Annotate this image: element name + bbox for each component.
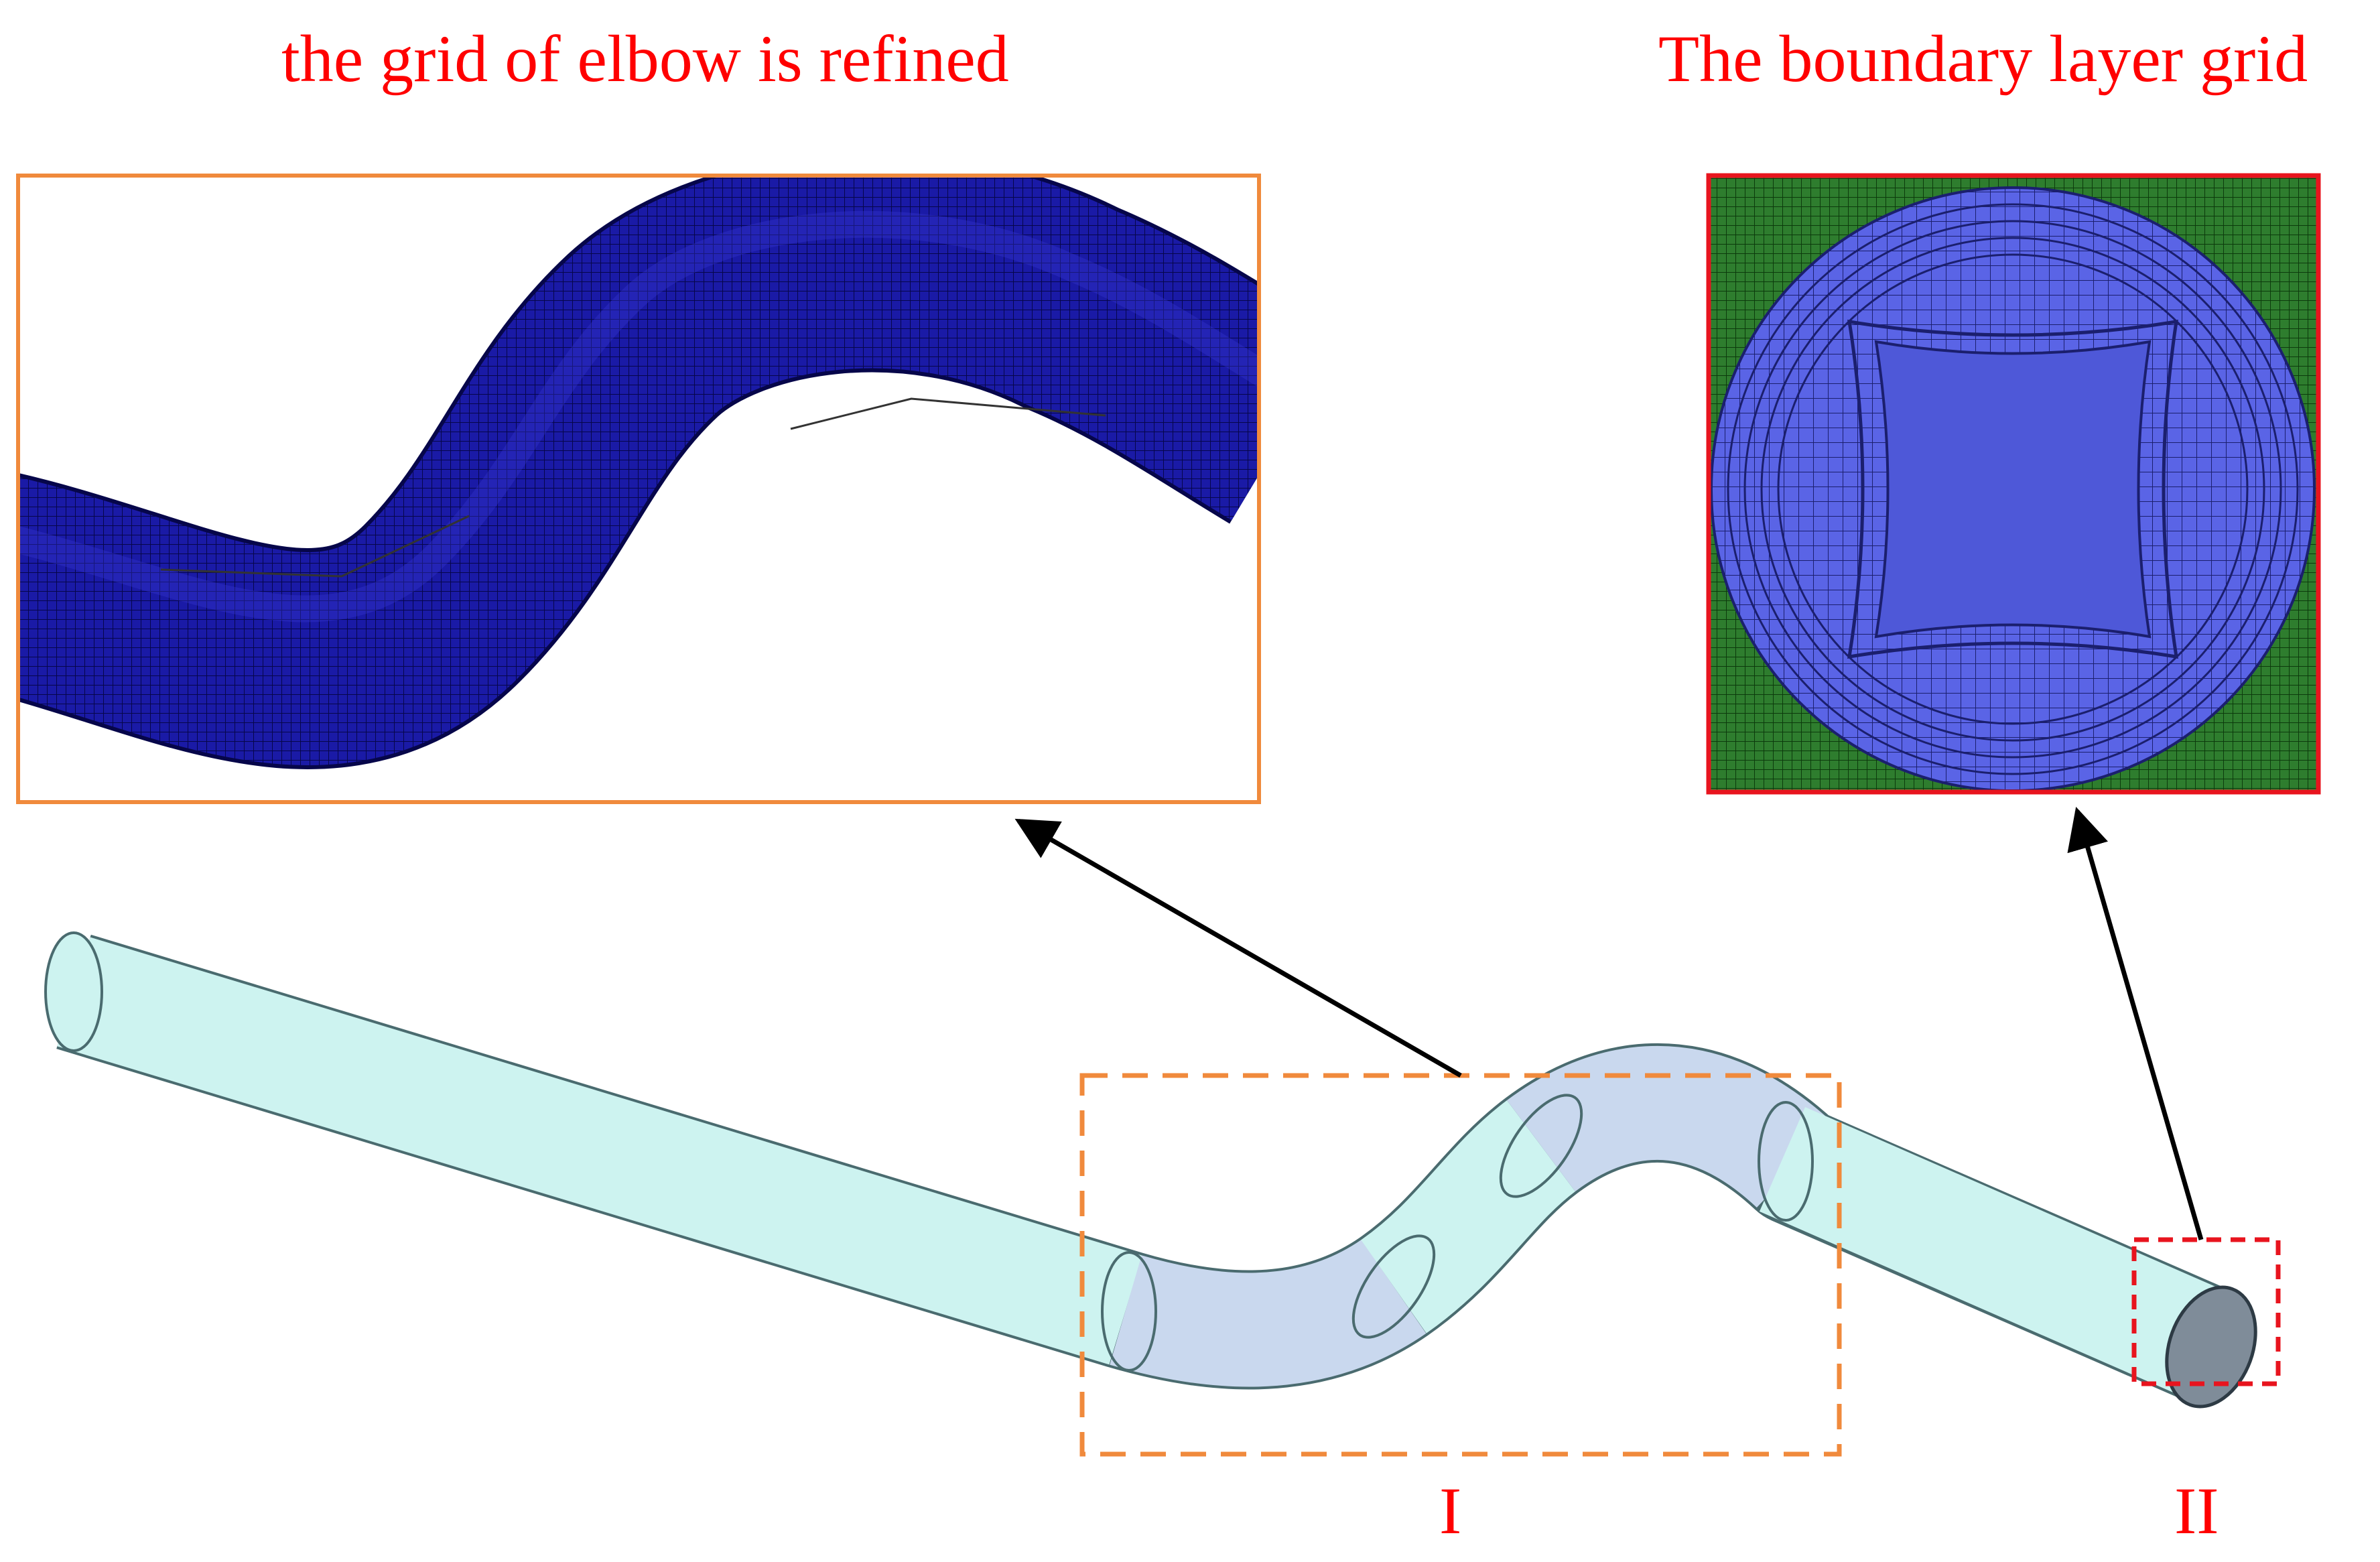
elbow-1 — [1110, 1238, 1427, 1387]
region-2-label: II — [2174, 1474, 2219, 1548]
region-1-label: I — [1439, 1474, 1462, 1548]
outlet-face — [2165, 1285, 2257, 1409]
pipe-model — [44, 931, 2257, 1409]
elbow-inset-frame — [16, 174, 1261, 804]
boundary-layer-title: The boundary layer grid — [1658, 21, 2308, 96]
elbow-grid-title: the grid of elbow is refined — [281, 21, 1009, 96]
inlet-straight-pipe — [57, 937, 1142, 1365]
middle-straight-pipe — [1360, 1100, 1577, 1333]
outlet-straight-pipe — [1759, 1107, 2235, 1399]
arrow-to-elbow-inset — [1014, 818, 1462, 1078]
boundary-layer-inset — [1709, 176, 2318, 792]
o-grid-block — [1847, 319, 2178, 659]
inlet-face — [44, 931, 103, 1052]
elbow-2 — [1507, 1045, 1835, 1209]
elbow-mesh-inset — [18, 176, 1259, 802]
arrow-to-boundary-inset — [2067, 806, 2204, 1240]
boundary-layer-frame — [1706, 173, 2321, 795]
